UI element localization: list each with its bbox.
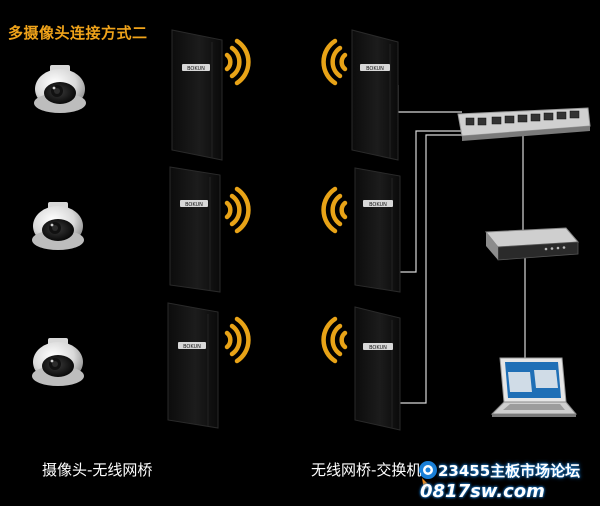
- bridge-brand-label: BOKUN: [187, 66, 205, 72]
- bridge-brand-label: BOKUN: [183, 344, 201, 350]
- cable-bridge2-to-switch: [400, 130, 468, 273]
- wireless-bridge-icon: BOKUN: [354, 167, 401, 293]
- caption-bridge-to-switch: 无线网桥-交换机: [311, 461, 422, 479]
- wifi-signal-icon: [321, 38, 348, 86]
- wifi-signal-icon: [224, 38, 251, 86]
- cable-group: [397, 85, 526, 404]
- cable-bridge1-to-switch: [397, 85, 462, 113]
- bridge-brand-label: BOKUN: [185, 202, 203, 208]
- wireless-bridge-icon: BOKUN: [169, 166, 221, 293]
- nvr-recorder-icon: [484, 227, 580, 261]
- laptop-icon: [490, 357, 578, 417]
- camera-icon: [34, 65, 86, 113]
- wifi-signal-icon: [224, 186, 251, 234]
- site-logo: [419, 461, 437, 490]
- caption-camera-to-bridge: 摄像头-无线网桥: [42, 461, 153, 479]
- bridge-brand-label: BOKUN: [369, 202, 387, 208]
- bridge-brand-label: BOKUN: [366, 66, 384, 72]
- watermark: 23455主板市场论坛 0817sw.com: [418, 458, 600, 506]
- wireless-bridge-icon: BOKUN: [354, 306, 401, 431]
- camera-icon: [32, 202, 84, 250]
- wifi-signal-icon: [321, 186, 348, 234]
- network-switch-icon: [457, 107, 591, 141]
- bridge-brand-label: BOKUN: [369, 345, 387, 351]
- camera-icon: [32, 338, 84, 386]
- watermark-site: 0817sw.com: [420, 481, 545, 502]
- wifi-signal-icon: [321, 316, 348, 364]
- cable-bridge3-to-switch: [400, 134, 480, 404]
- diagram-title: 多摄像头连接方式二: [8, 24, 148, 42]
- watermark-brand: 23455主板市场论坛: [438, 462, 581, 480]
- wireless-bridge-icon: BOKUN: [351, 29, 399, 161]
- wireless-bridge-icon: BOKUN: [167, 302, 219, 429]
- wifi-signal-icon: [224, 316, 251, 364]
- wireless-bridge-icon: BOKUN: [171, 29, 223, 161]
